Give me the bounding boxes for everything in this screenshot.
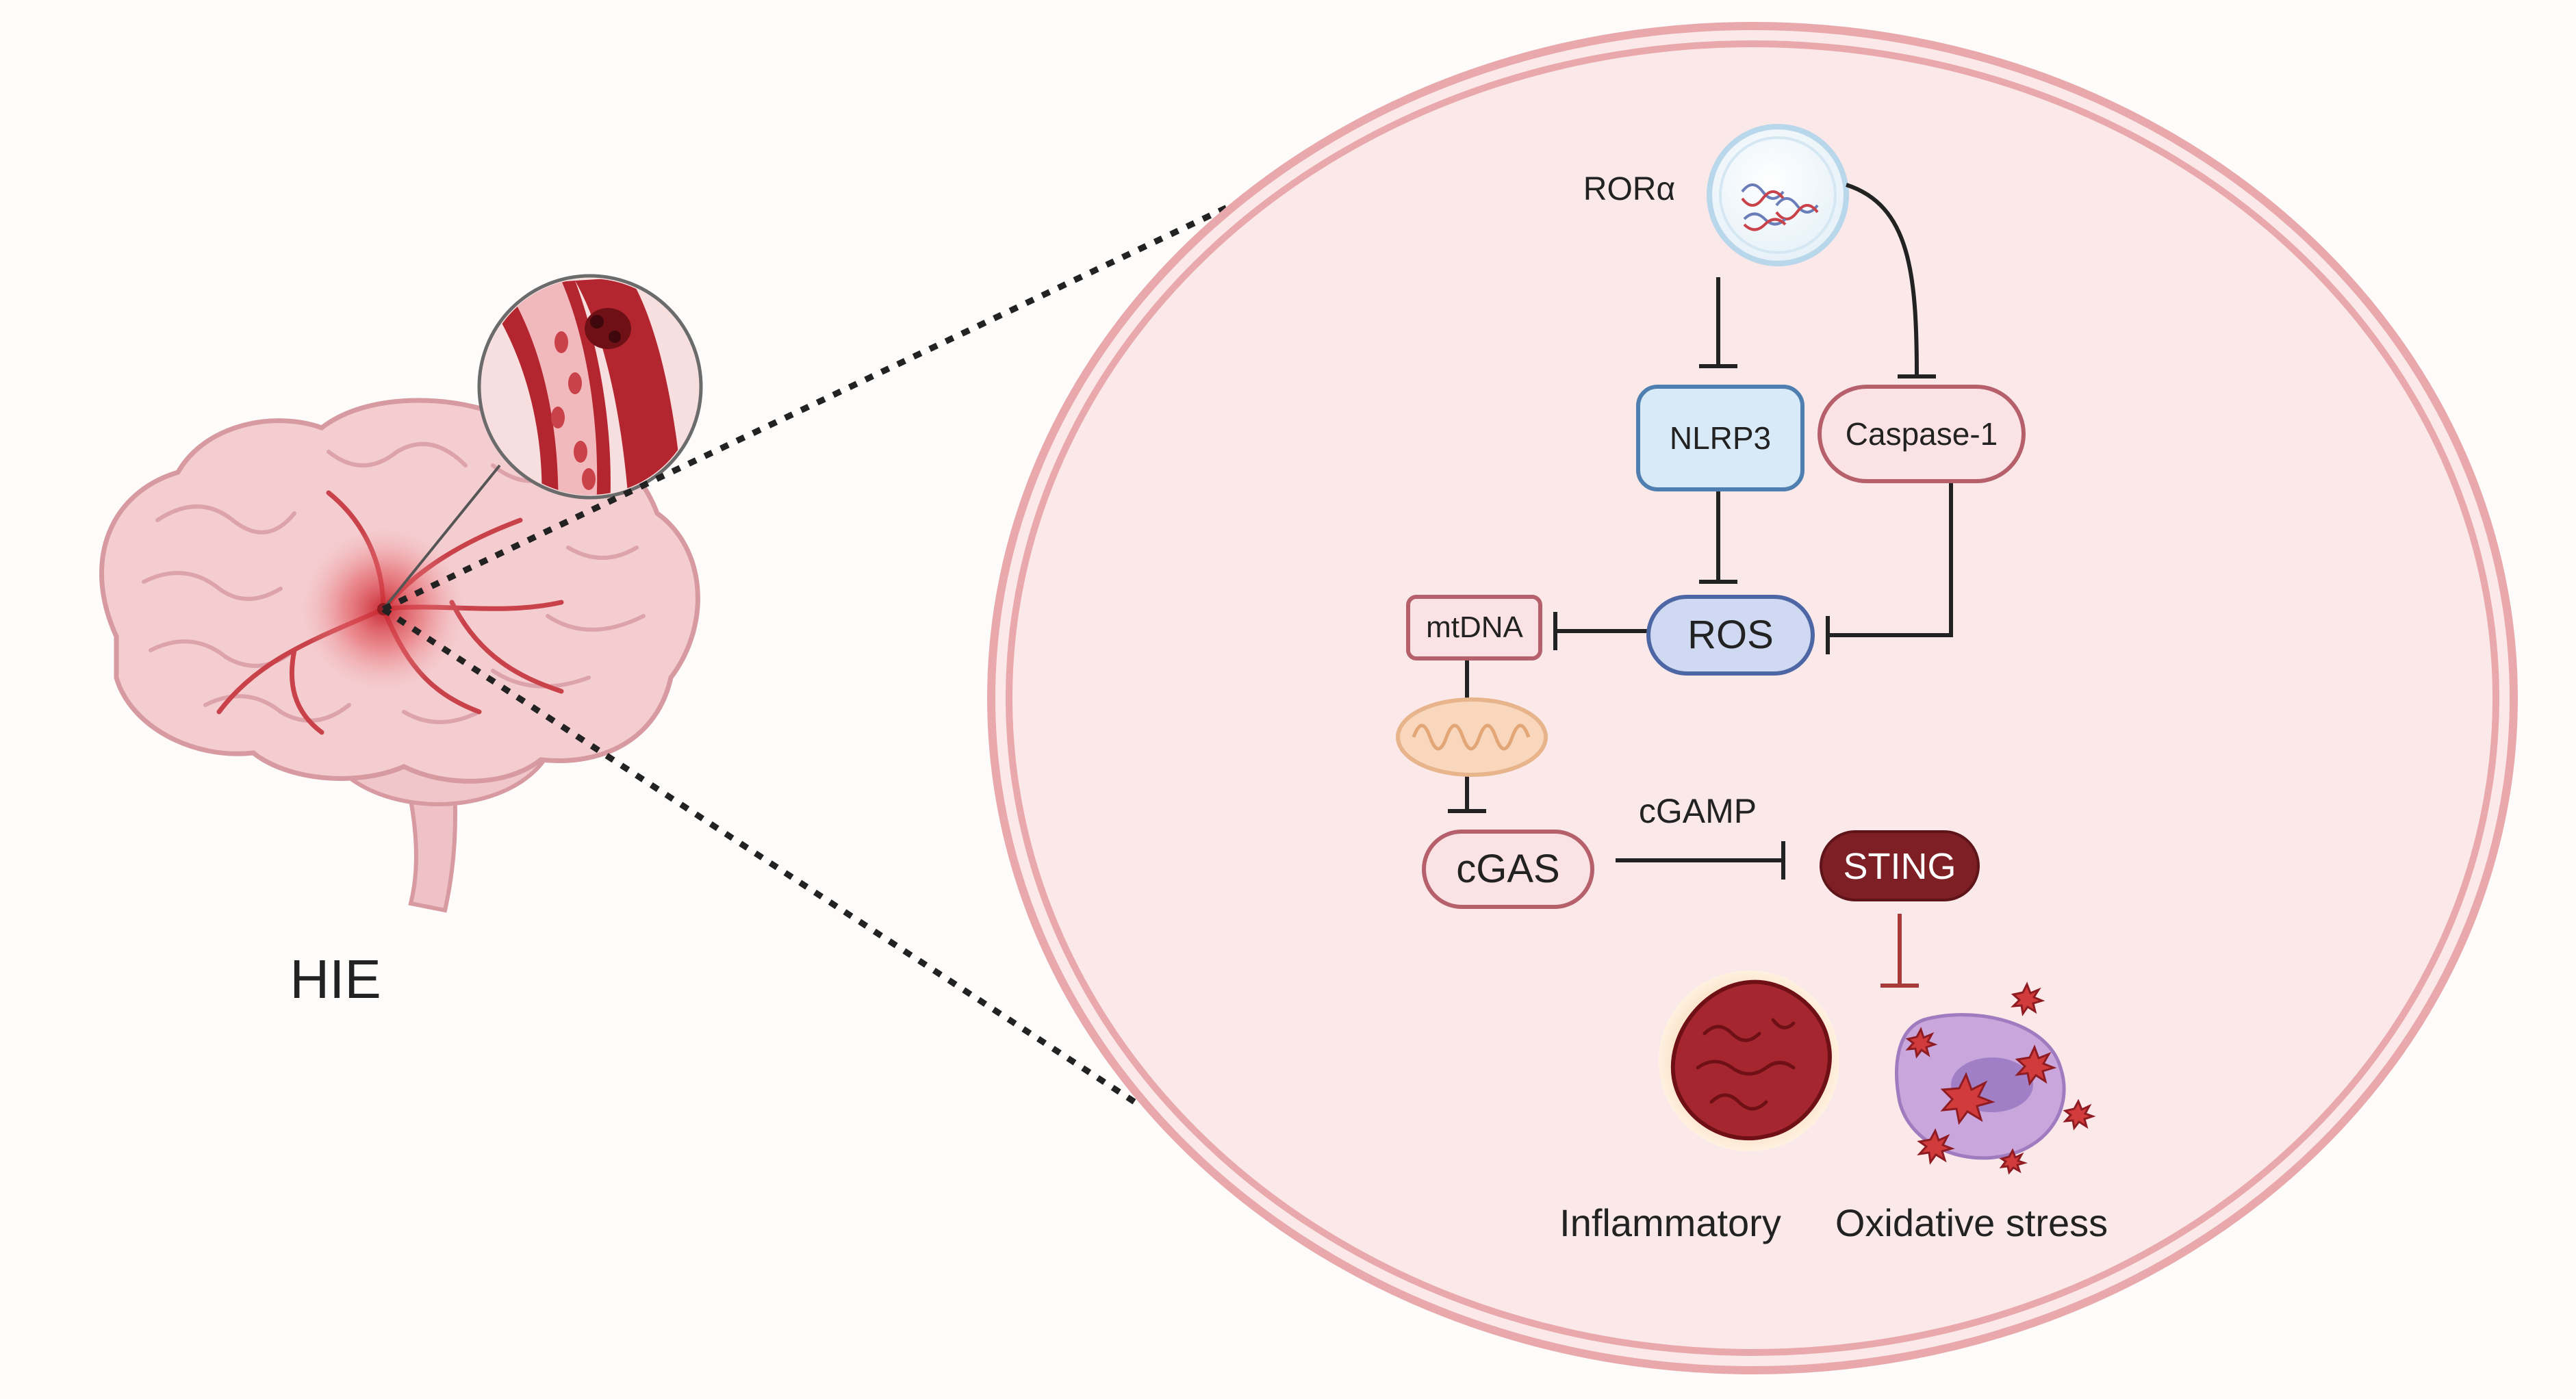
inhibition-edges xyxy=(1448,183,1953,880)
sting-node: STING xyxy=(1820,830,1980,901)
caspase1-node: Caspase-1 xyxy=(1818,385,2026,483)
sting-inhibit-edge xyxy=(1880,914,1919,988)
rora-label: RORα xyxy=(1583,171,1675,207)
vessel-clot-magnifier xyxy=(382,274,703,611)
inflammatory-cell-icon xyxy=(1659,971,1839,1151)
nlrp3-label: NLRP3 xyxy=(1670,420,1771,456)
sting-label: STING xyxy=(1843,846,1956,887)
inflammatory-label: Inflammatory xyxy=(1559,1201,1781,1244)
zoom-lines xyxy=(381,195,1247,1108)
blood-clot xyxy=(585,308,631,349)
ros-node: ROS xyxy=(1646,595,1815,676)
cgas-label: cGAS xyxy=(1456,847,1560,891)
zoom-circle xyxy=(987,22,2518,1374)
oxidative-stress-icon xyxy=(1895,981,2096,1175)
hie-label: HIE xyxy=(290,949,381,1010)
ros-label: ROS xyxy=(1687,613,1774,657)
caspase1-label: Caspase-1 xyxy=(1846,416,1998,452)
mtdna-node: mtDNA xyxy=(1406,595,1542,660)
mitochondrion-icon xyxy=(1396,697,1548,777)
oxidative-stress-label: Oxidative stress xyxy=(1835,1201,2108,1244)
cgamp-label: cGAMP xyxy=(1639,792,1757,830)
nlrp3-node: NLRP3 xyxy=(1636,385,1805,491)
cgas-node: cGAS xyxy=(1422,830,1594,909)
mtdna-label: mtDNA xyxy=(1426,611,1523,644)
rora-dna-bubble xyxy=(1707,124,1849,266)
